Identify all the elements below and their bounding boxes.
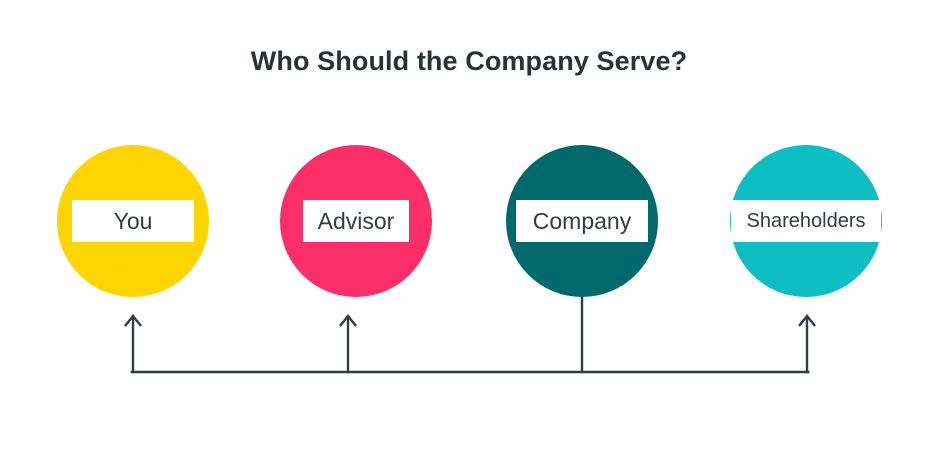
node-you-label: You xyxy=(113,207,153,234)
node-shareholders-label: Shareholders xyxy=(746,209,866,232)
node-you-label-box: You xyxy=(72,200,194,242)
node-advisor-label: Advisor xyxy=(317,207,395,234)
node-advisor[interactable]: Advisor xyxy=(280,145,432,297)
node-shareholders[interactable]: Shareholders xyxy=(730,145,882,297)
connector-arrowhead-1 xyxy=(339,314,357,327)
node-company[interactable]: Company xyxy=(506,145,658,297)
node-company-label: Company xyxy=(532,207,632,234)
node-advisor-label-box: Advisor xyxy=(303,200,409,242)
node-shareholders-label-box: Shareholders xyxy=(731,200,881,242)
page-title: Who Should the Company Serve? xyxy=(250,46,688,76)
connector-arrowhead-2 xyxy=(798,314,816,327)
node-you[interactable]: You xyxy=(57,145,209,297)
node-company-label-box: Company xyxy=(516,200,648,242)
connector-arrowhead-0 xyxy=(124,314,142,327)
